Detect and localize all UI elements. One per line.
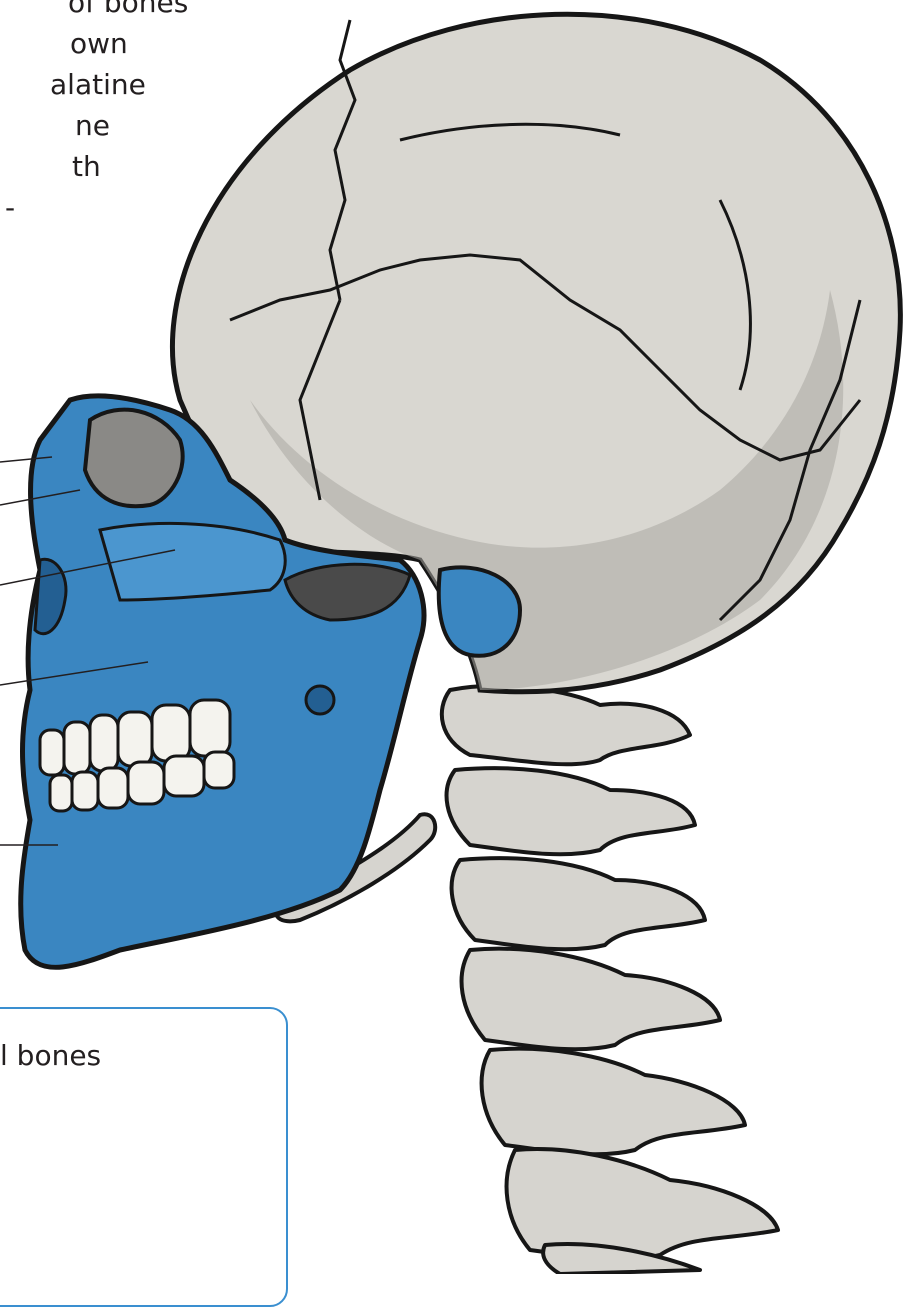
intro-text-line-1: of bones — [0, 0, 188, 23]
mental-foramen — [306, 686, 334, 714]
eye-orbit — [85, 410, 183, 507]
vertebra-c5 — [482, 1049, 745, 1155]
vertebra-c4 — [462, 949, 720, 1050]
intro-text: of bones own alatine ne th - — [0, 0, 188, 228]
vertebra-c3 — [452, 858, 705, 949]
vertebra-c6 — [507, 1149, 778, 1259]
intro-text-line-2: own — [0, 23, 188, 64]
zygomatic-arch — [100, 523, 285, 600]
intro-text-line-6: - — [0, 187, 188, 228]
vertebra-c2 — [447, 768, 695, 854]
intro-text-line-4: ne — [0, 105, 188, 146]
cervical-spine — [442, 686, 778, 1274]
intro-text-line-5: th — [0, 146, 188, 187]
intro-text-line-3: alatine — [0, 64, 188, 105]
vertebra-c1 — [442, 686, 690, 764]
info-box-text: l bones — [0, 1035, 101, 1076]
